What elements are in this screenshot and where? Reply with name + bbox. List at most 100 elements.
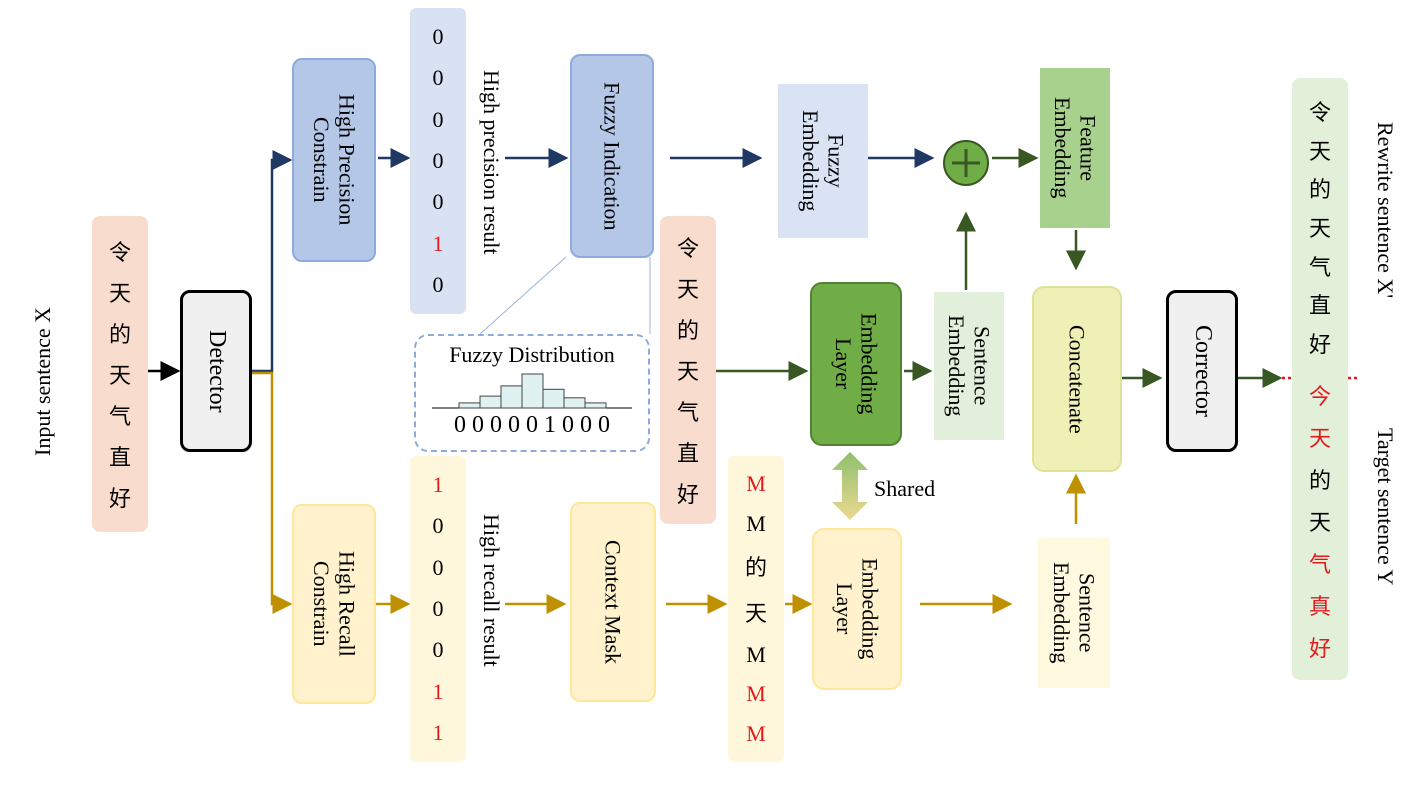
hr-digit: 0 — [432, 513, 444, 539]
masked-token: M — [746, 721, 766, 747]
embedding-layer-bottom-label: Embedding Layer — [832, 558, 883, 660]
hr-digit: 1 — [432, 471, 444, 497]
target-char: 今 — [1308, 384, 1331, 409]
hr-digit: 1 — [432, 720, 444, 746]
masked-token: 的 — [744, 555, 767, 581]
masked-token: 天 — [744, 600, 767, 626]
sentence-embedding-top-box: Sentence Embedding — [934, 292, 1004, 440]
fuzzy-distribution-inset: Fuzzy Distribution 0 0 0 0 0 1 0 0 0 — [414, 334, 650, 452]
target-chars: 今天的天气真好 — [1309, 374, 1331, 668]
masked-token: M — [746, 641, 766, 667]
fuzzy-distribution-values: 0 0 0 0 0 1 0 0 0 — [454, 412, 610, 438]
embedding-layer-bottom-box: Embedding Layer — [812, 528, 902, 690]
zoom-line-left — [479, 256, 567, 335]
target-sentence-label: Target sentence Y — [1373, 428, 1398, 586]
fuzzy-embedding-box: Fuzzy Embedding — [778, 84, 868, 238]
input-char: 令 — [108, 239, 131, 265]
middle-char: 直 — [676, 441, 699, 467]
input-char: 直 — [108, 445, 131, 471]
shared-label: Shared — [874, 476, 936, 501]
input-sentence: 令天的天气直好 — [92, 216, 148, 532]
masked-token: M — [746, 681, 766, 707]
rewrite-char: 令 — [1308, 100, 1331, 126]
histogram-bar — [500, 385, 523, 409]
histogram-bar — [584, 402, 607, 409]
hr-digit: 0 — [432, 554, 444, 580]
concatenate-box: Concatenate — [1032, 286, 1122, 472]
sentence-embedding-bottom-label: Sentence Embedding — [1049, 562, 1100, 664]
high-recall-result-label: High recall result — [479, 514, 504, 667]
middle-char: 天 — [676, 276, 699, 302]
histogram-bar — [542, 388, 565, 409]
middle-char: 天 — [676, 358, 699, 384]
output-sentence: 令天的天气直好 今天的天气真好 — [1292, 78, 1348, 680]
hr-digit: 1 — [432, 678, 444, 704]
fuzzy-embedding-label: Fuzzy Embedding — [798, 110, 849, 212]
histogram-bar — [479, 395, 502, 409]
rewrite-sentence-label: Rewrite sentence X' — [1373, 122, 1398, 299]
rewrite-chars: 令天的天气直好 — [1309, 92, 1331, 362]
input-sentence-label: Input sentence X — [30, 306, 55, 456]
high-recall-label: High Recall Constrain — [309, 551, 360, 657]
hr-digit: 0 — [432, 595, 444, 621]
hp-digit: 0 — [432, 23, 444, 49]
arrow-detector-high-precision — [252, 150, 293, 373]
middle-char: 好 — [676, 482, 699, 508]
arrow-detector-high-recall — [252, 371, 293, 614]
hp-digit: 0 — [432, 65, 444, 91]
rewrite-char: 天 — [1308, 138, 1331, 164]
input-char: 好 — [108, 486, 131, 512]
masked-token: M — [746, 510, 766, 536]
rewrite-char: 气 — [1308, 254, 1331, 280]
rewrite-char: 天 — [1308, 215, 1331, 241]
masked-token: M — [746, 470, 766, 496]
histogram-bar — [563, 397, 586, 409]
rewrite-char: 直 — [1308, 293, 1331, 319]
target-char: 真 — [1308, 594, 1331, 619]
shared-double-arrow — [832, 452, 868, 520]
high-recall-box: High Recall Constrain — [292, 504, 376, 704]
fuzzy-indication-label: Fuzzy Indication — [599, 81, 625, 231]
context-mask-box: Context Mask — [570, 502, 656, 702]
high-precision-label: High Precision Constrain — [309, 94, 360, 226]
hp-digit: 1 — [432, 230, 444, 256]
hr-digit: 0 — [432, 637, 444, 663]
high-precision-box: High Precision Constrain — [292, 58, 376, 262]
hp-digit: 0 — [432, 147, 444, 173]
target-char: 天 — [1308, 510, 1331, 535]
feature-embedding-label: Feature Embedding — [1050, 97, 1101, 199]
hp-digit: 0 — [432, 272, 444, 298]
embedding-layer-top-label: Embedding Layer — [831, 313, 882, 415]
middle-char: 气 — [676, 400, 699, 426]
target-char: 好 — [1308, 636, 1331, 661]
concatenate-label: Concatenate — [1064, 324, 1090, 434]
fuzzy-indication-box: Fuzzy Indication — [570, 54, 654, 258]
fuzzy-distribution-histogram — [432, 373, 632, 409]
feature-embedding-box: Feature Embedding — [1040, 68, 1110, 228]
middle-char: 的 — [676, 317, 699, 343]
corrector-box: Corrector — [1166, 290, 1238, 452]
detector-label: Detector — [203, 329, 230, 413]
embedding-layer-top-box: Embedding Layer — [810, 282, 902, 446]
input-char: 天 — [108, 362, 131, 388]
rewrite-char: 的 — [1308, 177, 1331, 203]
rewrite-char: 好 — [1308, 331, 1331, 357]
input-char: 天 — [108, 280, 131, 306]
detector-box: Detector — [180, 290, 252, 452]
hp-digit: 0 — [432, 189, 444, 215]
high-recall-digits: 1 0 0 0 0 1 1 — [410, 456, 466, 762]
sentence-embedding-bottom-box: Sentence Embedding — [1038, 538, 1110, 688]
input-char: 气 — [108, 404, 131, 430]
histogram-bar — [521, 373, 544, 409]
context-mask-label: Context Mask — [600, 539, 626, 665]
corrector-label: Corrector — [1189, 325, 1216, 417]
sentence-embedding-top-label: Sentence Embedding — [944, 315, 995, 417]
input-char: 的 — [108, 321, 131, 347]
middle-char: 令 — [676, 235, 699, 261]
histogram-bar — [458, 402, 481, 409]
hp-digit: 0 — [432, 106, 444, 132]
target-char: 天 — [1308, 426, 1331, 451]
high-precision-digits: 0 0 0 0 0 1 0 — [410, 8, 466, 314]
